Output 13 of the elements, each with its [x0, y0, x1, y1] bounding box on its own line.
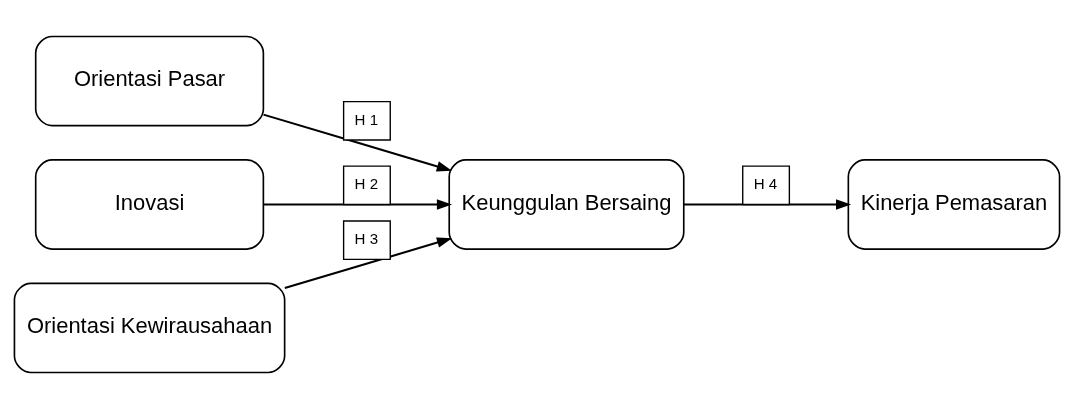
node-box: Orientasi Pasar — [34, 35, 265, 127]
node-box: Kinerja Pemasaran — [847, 159, 1061, 250]
node-box: Orientasi Kewirausahaan — [13, 282, 286, 374]
arrow — [683, 199, 852, 210]
arrow — [263, 199, 452, 210]
edge-label: H 2 — [354, 175, 379, 193]
arrow — [263, 113, 452, 172]
node-box: Inovasi — [34, 159, 265, 250]
arrow — [284, 237, 453, 289]
edge-label: H 1 — [354, 110, 379, 128]
edge-label: H 4 — [753, 175, 778, 193]
edge-label: H 3 — [354, 230, 379, 247]
node-box: Keunggulan Bersaing — [448, 159, 685, 250]
